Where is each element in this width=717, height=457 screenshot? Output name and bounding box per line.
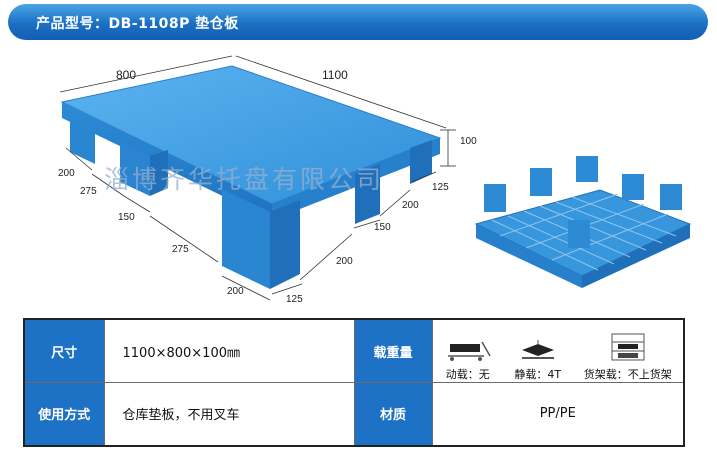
rack-load-text: 货架载：不上货架 [583, 368, 672, 381]
dim-label: 125 [432, 182, 449, 193]
dim-width: 1100 [322, 68, 348, 82]
spec-table: 尺寸 1100×800×100㎜ 载重量 动载：无 [23, 318, 685, 447]
material-value: PP/PE [431, 382, 685, 447]
dim-label: 125 [286, 294, 303, 305]
dim-label: 200 [227, 286, 244, 297]
table-row: 尺寸 1100×800×100㎜ 载重量 动载：无 [23, 318, 685, 383]
product-figure: 淄博齐华托盘有限公司 800 1100 100 200 275 150 275 … [0, 44, 717, 314]
dynamic-load-icon [447, 341, 491, 361]
pallet-diagram [59, 55, 692, 301]
table-row: 使用方式 仓库垫板，不用叉车 材质 PP/PE [23, 382, 685, 447]
size-label: 尺寸 [23, 318, 105, 383]
static-load-icon [521, 340, 554, 359]
dynamic-load-text: 动载：无 [445, 368, 490, 381]
usage-value: 仓库垫板，不用叉车 [103, 382, 355, 447]
static-load: 静载：4T [514, 340, 561, 382]
rack-load-icon [611, 333, 645, 361]
dim-height: 100 [460, 136, 477, 147]
dim-label: 200 [402, 200, 419, 211]
dim-label: 150 [118, 212, 135, 223]
pallet-foot [355, 164, 380, 224]
pallet-foot [222, 189, 270, 289]
dim-label: 150 [374, 222, 391, 233]
load-label: 载重量 [353, 318, 433, 383]
dim-label: 200 [336, 256, 353, 267]
product-title: 产品型号：DB-1108P 垫仓板 [36, 16, 239, 32]
company-watermark: 淄博齐华托盘有限公司 [104, 165, 385, 194]
load-values: 动载：无 静载：4T [431, 318, 685, 383]
dim-length: 800 [116, 68, 137, 82]
material-label: 材质 [353, 382, 433, 447]
pallet-bottom-view [474, 156, 692, 288]
dim-label: 275 [172, 244, 189, 255]
pallet-foot [120, 142, 150, 196]
header-bar: 产品型号：DB-1108P 垫仓板 [8, 4, 708, 40]
pallet-foot [410, 140, 432, 184]
static-load-text: 静载：4T [514, 368, 562, 381]
size-value: 1100×800×100㎜ [103, 318, 355, 383]
pallet-foot [270, 200, 300, 289]
pallet-foot [150, 150, 168, 196]
pallet-foot [70, 118, 95, 164]
rack-load: 货架载：不上货架 [584, 332, 672, 382]
dim-label: 200 [58, 168, 75, 179]
dynamic-load: 动载：无 [444, 338, 492, 382]
usage-label: 使用方式 [23, 382, 105, 447]
dim-label: 275 [80, 186, 97, 197]
